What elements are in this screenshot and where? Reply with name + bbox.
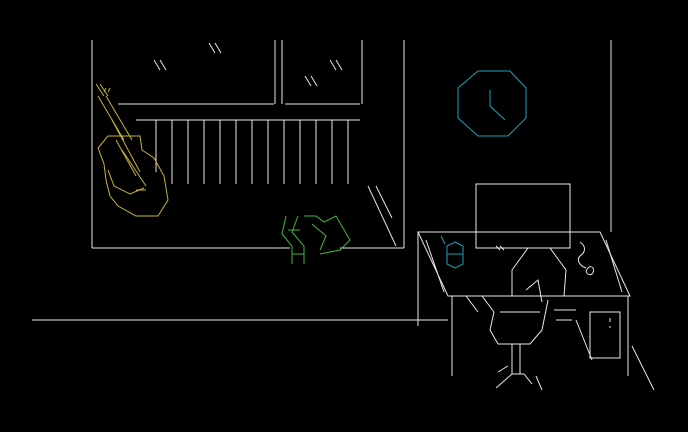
room-structure — [32, 40, 612, 321]
rain-drops — [153, 42, 343, 87]
desk-drawer — [575, 311, 655, 391]
desk — [417, 183, 655, 391]
window — [118, 40, 397, 247]
chair — [489, 247, 576, 391]
steam — [495, 241, 595, 275]
guitar — [95, 83, 169, 217]
clock — [457, 70, 527, 137]
plant — [281, 215, 351, 264]
coffee-mug — [440, 235, 464, 269]
window-blind-slats — [155, 120, 349, 184]
